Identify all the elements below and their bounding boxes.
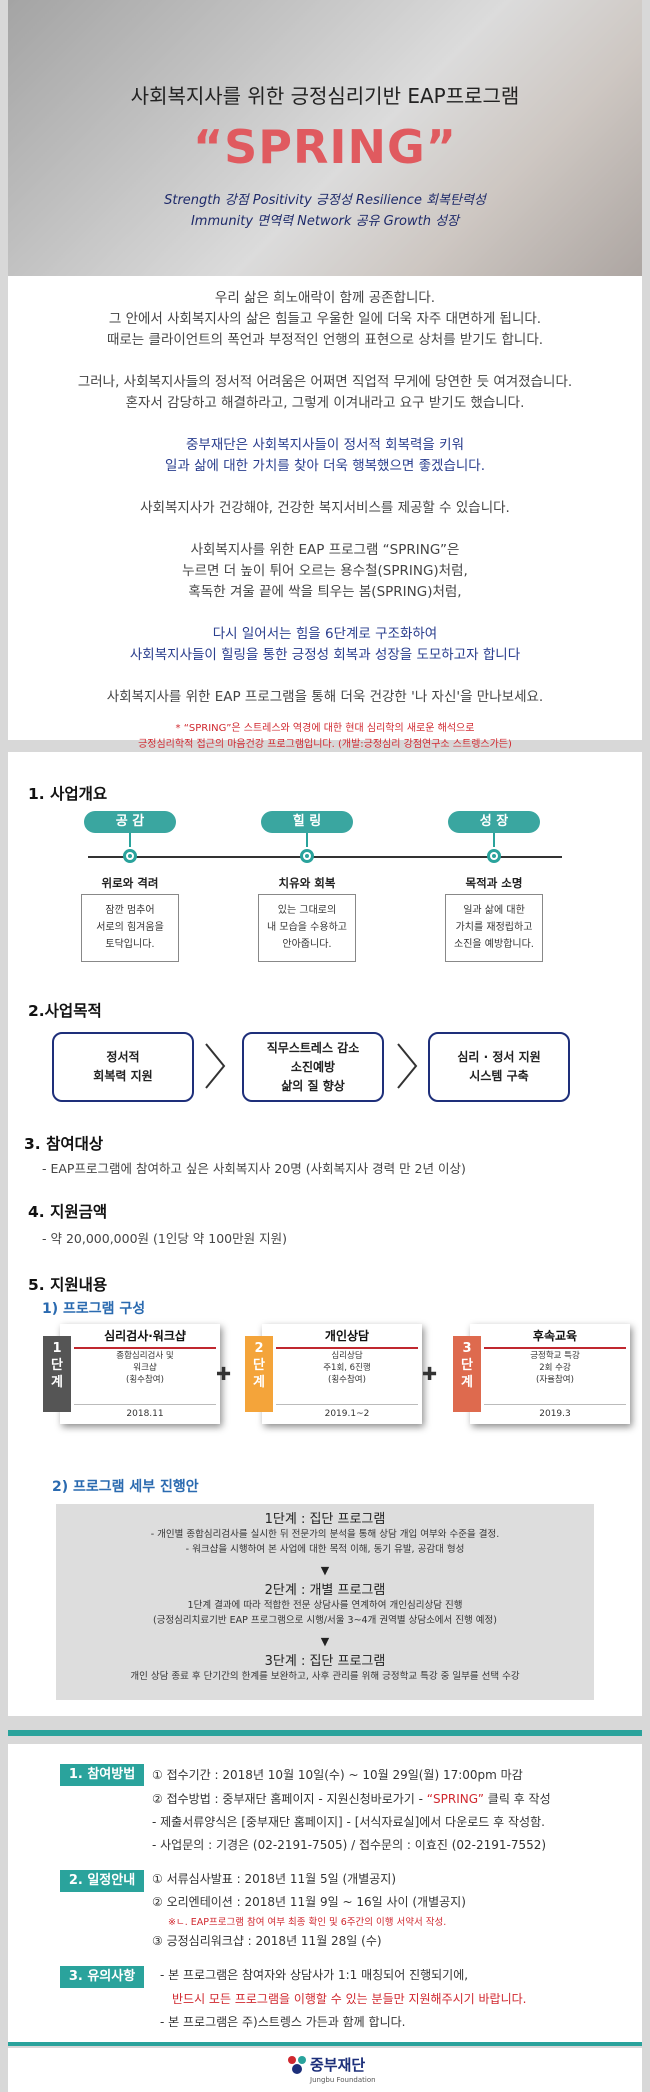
intro-paragraph-1: 우리 삶은 희노애락이 함께 공존합니다. 그 안에서 사회복지사의 삶은 힘들… — [106, 290, 544, 348]
apply-method: ② 접수방법 : 중부재단 홈페이지 - 지원신청바로가기 - “SPRING”… — [152, 1790, 551, 1807]
purpose-heading: 2.사업목적 — [28, 1002, 102, 1020]
budget-text: - 약 20,000,000원 (1인당 약 100만원 지원) — [42, 1231, 287, 1246]
apply-method-tag: 1. 참여방법 — [60, 1764, 144, 1786]
foundation-logo-english: Jungbu Foundation — [310, 2076, 376, 2084]
program-details-section: 1. 사업개요 공 감 위로와 격려 잠깐 멈추어 서로의 힘겨움을 토닥입니다… — [8, 752, 642, 1716]
chevron-right-icon — [205, 1043, 226, 1089]
stage-tab: 2 단 계 — [245, 1336, 273, 1412]
program-detail-subheading: 2) 프로그램 세부 진행안 — [52, 1479, 199, 1495]
schedule-document-review: ① 서류심사발표 : 2018년 11월 5일 (개별공지) — [152, 1872, 397, 1886]
step-text: - 개인별 종합심리검사를 실시한 뒤 전문가의 분석을 통해 상담 개입 여부… — [150, 1529, 500, 1555]
card-body: 긍정학교 특강 2회 수강 (자율참여) — [530, 1351, 580, 1385]
step-text: 개인 상담 종료 후 단기간의 한계를 보완하고, 사후 관리를 위해 긍정학교… — [130, 1671, 520, 1682]
step-heading: 3단계 : 집단 프로그램 — [264, 1654, 386, 1669]
notice-line-3: - 본 프로그램은 주)스트렝스 가든과 함께 합니다. — [160, 2015, 406, 2029]
stage-desc-healing: 있는 그대로의 내 모습을 수용하고 안아줍니다. — [258, 894, 356, 962]
purpose-item-support-system: 심리 · 정서 지원 시스템 구축 — [428, 1032, 570, 1102]
step-text: 1단계 결과에 따라 적합한 전문 상담사를 연계하여 개인심리상담 진행 (긍… — [153, 1600, 497, 1626]
stage-pill-empathy: 공 감 — [84, 811, 176, 833]
hero-subtitle-line-2: Immunity 면역력 Network 공유 Growth 성장 — [190, 214, 460, 229]
stage-dot — [487, 849, 501, 863]
chevron-right-icon — [397, 1043, 418, 1089]
stage-desc-growth: 일과 삶에 대한 가치를 재정립하고 소진을 예방합니다. — [445, 894, 543, 962]
footer: 중부재단 Jungbu Foundation — [8, 2048, 642, 2092]
hero-banner: 사회복지사를 위한 긍정심리기반 EAP프로그램 “SPRING” Streng… — [8, 0, 642, 276]
program-detail-box: 1단계 : 집단 프로그램 - 개인별 종합심리검사를 실시한 뒤 전문가의 분… — [56, 1504, 594, 1700]
target-text: - EAP프로그램에 참여하고 싶은 사회복지사 20명 (사회복지사 경력 만… — [42, 1161, 466, 1176]
divider-bar — [8, 2042, 642, 2046]
step-heading: 2단계 : 개별 프로그램 — [264, 1583, 386, 1598]
card-body: 종합심리검사 및 워크샵 (횡수참여) — [116, 1351, 174, 1385]
notice-line-2: 반드시 모든 프로그램을 이행할 수 있는 분들만 지원해주시기 바랍니다. — [172, 1992, 527, 2006]
stage-tab: 1 단 계 — [43, 1336, 71, 1412]
intro-paragraph-3: 중부재단은 사회복지사들이 정서적 회복력을 키워 일과 삶에 대한 가치를 찾… — [165, 437, 485, 474]
purpose-item-stress-reduction: 직무스트레스 감소 소진예방 삶의 질 향상 — [242, 1032, 384, 1102]
apply-method-text: ② 접수방법 : 중부재단 홈페이지 - 지원신청바로가기 - — [152, 1792, 427, 1806]
program-structure-subheading: 1) 프로그램 구성 — [42, 1301, 146, 1317]
foundation-logo-text: 중부재단 — [310, 2056, 366, 2074]
hero-program-name: “SPRING” — [192, 120, 458, 174]
hero-title: 사회복지사를 위한 긍정심리기반 EAP프로그램 — [130, 84, 520, 108]
stage-label-empathy: 위로와 격려 — [101, 876, 159, 890]
schedule-tag: 2. 일정안내 — [60, 1870, 144, 1892]
intro-paragraph-2: 그러나, 사회복지사들의 정서적 어려움은 어쩌면 직업적 무게에 당연한 듯 … — [77, 374, 573, 411]
intro-paragraph-5: 사회복지사를 위한 EAP 프로그램 “SPRING”은 누르면 더 높이 튀어… — [182, 542, 468, 600]
program-card-stage-2: 2 단 계 개인상담 심리상담 주1회, 6진행 (횡수참여) 2019.1~2 — [245, 1324, 422, 1424]
apply-method-text-end: 클릭 후 작성 — [483, 1792, 551, 1806]
application-section: 1. 참여방법 ① 접수기간 : 2018년 10월 10일(수) ~ 10월 … — [8, 1744, 642, 2042]
foundation-logo: 중부재단 Jungbu Foundation — [286, 2052, 386, 2088]
plus-icon: ✚ — [422, 1364, 438, 1385]
card-date: 2018.11 — [74, 1404, 216, 1419]
overview-heading: 1. 사업개요 — [28, 785, 108, 803]
stage-stem — [306, 833, 308, 847]
stage-pill-healing: 힐 링 — [261, 811, 353, 833]
stage-pill-growth: 성 장 — [448, 811, 540, 833]
stage-desc-empathy: 잠깐 멈추어 서로의 힘겨움을 토닥입니다. — [81, 894, 179, 962]
purpose-item-resilience: 정서적 회복력 지원 — [52, 1032, 194, 1102]
intro-note: * “SPRING”은 스트레스와 역경에 대한 현대 심리학의 새로운 해석으… — [138, 723, 512, 750]
card-date: 2019.1~2 — [276, 1404, 418, 1419]
card-body: 심리상담 주1회, 6진행 (횡수참여) — [323, 1351, 371, 1385]
hero-photo-overlay — [8, 0, 642, 276]
card-title: 심리검사·워크샵 — [74, 1327, 216, 1349]
card-title: 후속교육 — [484, 1327, 626, 1349]
stage-stem — [129, 833, 131, 847]
stage-tab: 3 단 계 — [453, 1336, 481, 1412]
program-card-stage-3: 3 단 계 후속교육 긍정학교 특강 2회 수강 (자율참여) 2019.3 — [453, 1324, 630, 1424]
notice-tag: 3. 유의사항 — [60, 1966, 144, 1988]
stage-dot — [300, 849, 314, 863]
apply-period: ① 접수기간 : 2018년 10월 10일(수) ~ 10월 29일(월) 1… — [152, 1768, 523, 1782]
card-date: 2019.3 — [484, 1404, 626, 1419]
intro-paragraph-7: 사회복지사를 위한 EAP 프로그램을 통해 더욱 건강한 '나 자신'을 만나… — [106, 689, 544, 705]
schedule-orientation: ② 오리엔테이션 : 2018년 11월 9일 ~ 16일 사이 (개별공지) — [152, 1895, 466, 1909]
intro-paragraph-4: 사회복지사가 건강해야, 건강한 복지서비스를 제공할 수 있습니다. — [140, 500, 510, 516]
spring-link-text: “SPRING” — [426, 1792, 484, 1806]
stage-stem — [493, 833, 495, 847]
intro-section: 우리 삶은 희노애락이 함께 공존합니다. 그 안에서 사회복지사의 삶은 힘들… — [8, 276, 642, 750]
target-heading: 3. 참여대상 — [24, 1135, 104, 1153]
stage-label-healing: 치유와 회복 — [278, 876, 336, 890]
stage-label-growth: 목적과 소명 — [465, 876, 523, 890]
plus-icon: ✚ — [216, 1364, 232, 1385]
program-card-stage-1: 1 단 계 심리검사·워크샵 종합심리검사 및 워크샵 (횡수참여) 2018.… — [43, 1324, 220, 1424]
budget-heading: 4. 지원금액 — [28, 1203, 108, 1221]
apply-contact: - 사업문의 : 기경은 (02-2191-7505) / 접수문의 : 이효진… — [152, 1838, 547, 1852]
overview-timeline-line — [88, 856, 562, 858]
schedule-orientation-note: ※ㄴ. EAP프로그램 참여 여부 최종 확인 및 6주간의 이행 서약서 작성… — [168, 1917, 447, 1928]
stage-dot — [123, 849, 137, 863]
foundation-logo-icon — [288, 2056, 306, 2074]
card-title: 개인상담 — [276, 1327, 418, 1349]
apply-documents: - 제출서류양식은 [중부재단 홈페이지] - [서식자료실]에서 다운로드 후… — [152, 1815, 545, 1829]
intro-paragraph-6: 다시 일어서는 힘을 6단계로 구조화하여 사회복지사들이 힐링을 통한 긍정성… — [129, 626, 521, 663]
arrow-down-icon: ▼ — [320, 1564, 330, 1577]
schedule-workshop: ③ 긍정심리워크샵 : 2018년 11월 28일 (수) — [152, 1934, 382, 1948]
divider-bar — [8, 1730, 642, 1736]
step-heading: 1단계 : 집단 프로그램 — [264, 1512, 386, 1527]
hero-subtitle: Strength 강점 Positivity 긍정성 Resilience 회복… — [8, 190, 642, 232]
hero-subtitle-line-1: Strength 강점 Positivity 긍정성 Resilience 회복… — [164, 193, 486, 208]
content-heading: 5. 지원내용 — [28, 1276, 108, 1294]
arrow-down-icon: ▼ — [320, 1635, 330, 1648]
notice-line-1: - 본 프로그램은 참여자와 상담사가 1:1 매칭되어 진행되기에, — [160, 1968, 469, 1982]
